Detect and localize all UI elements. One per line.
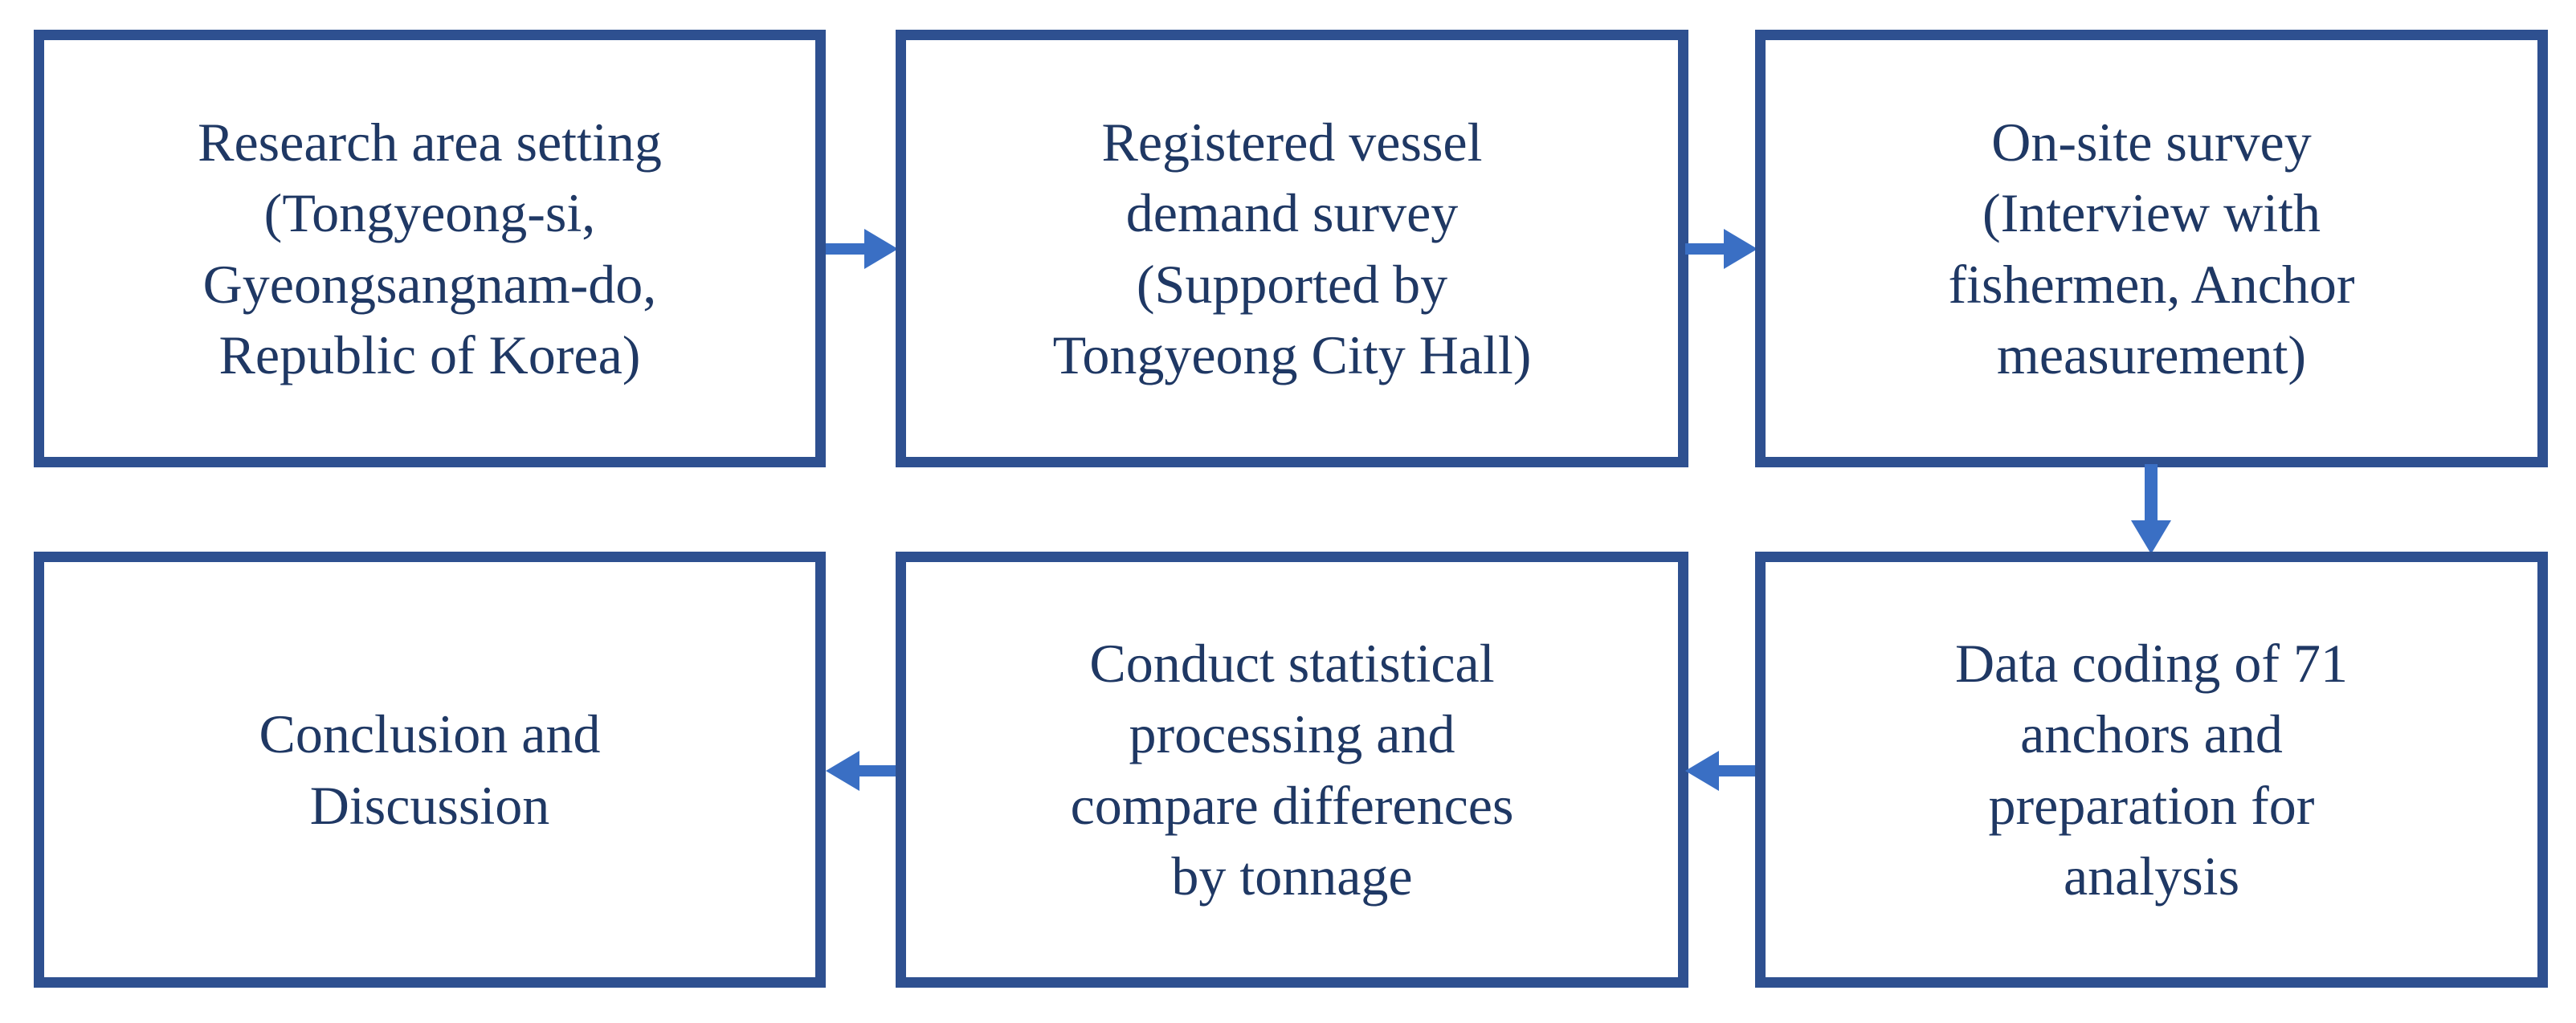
flowchart-node-label: Data coding of 71 anchors and preparatio… [1954,632,2349,907]
flowchart-node-label: Conduct statistical processing and compa… [1070,632,1514,907]
arrow-down-icon-onsite-to-coding [2125,464,2177,554]
arrow-right-icon-vessel-to-onsite [1685,223,1757,275]
flowchart-node-label: Registered vessel demand survey (Support… [1052,111,1532,385]
flowchart-node-label: On-site survey (Interview with fishermen… [1948,111,2355,385]
flowchart-node-label: Research area setting (Tongyeong-si, Gye… [198,111,662,385]
flowchart-node-label: Conclusion and Discussion [259,703,601,836]
flowchart-node-data-coding: Data coding of 71 anchors and preparatio… [1755,552,2548,988]
flowchart-node-statistical-processing: Conduct statistical processing and compa… [896,552,1688,988]
flowchart-node-conclusion: Conclusion and Discussion [34,552,826,988]
arrow-right-icon-research-to-vessel [826,223,898,275]
flowchart-node-onsite-survey: On-site survey (Interview with fishermen… [1755,30,2548,467]
arrow-left-icon-coding-to-statistical [1685,745,1757,797]
arrow-left-icon-statistical-to-conclusion [826,745,898,797]
flowchart-node-research-area: Research area setting (Tongyeong-si, Gye… [34,30,826,467]
flowchart-node-vessel-demand: Registered vessel demand survey (Support… [896,30,1688,467]
